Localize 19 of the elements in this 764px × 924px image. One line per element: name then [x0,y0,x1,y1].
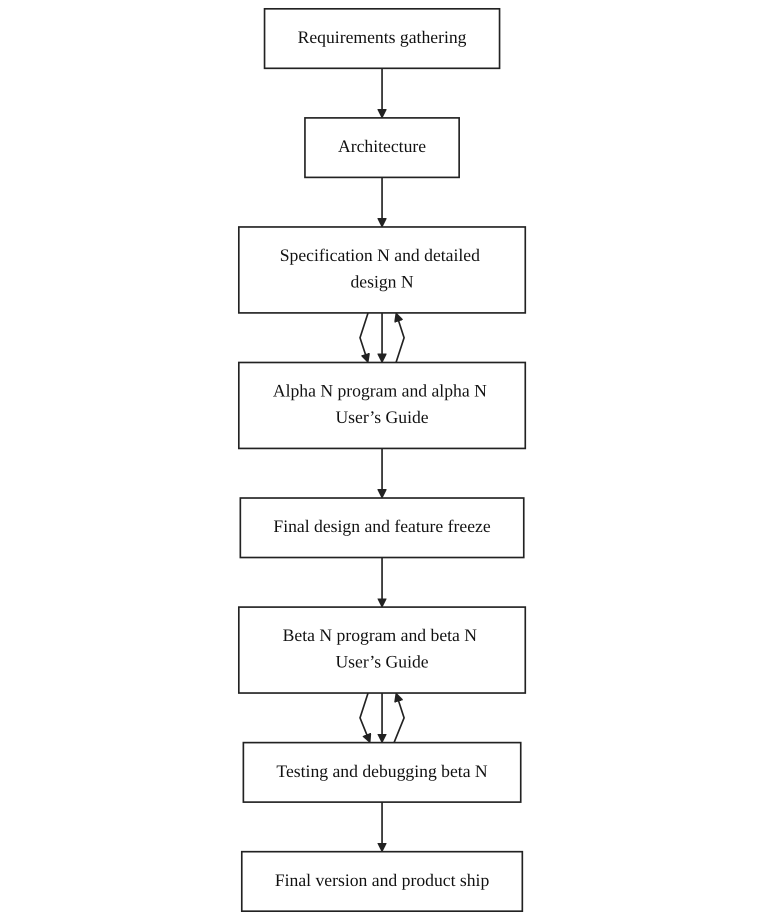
node-box: Architecture [304,117,460,178]
node-box: Final design and feature freeze [239,497,525,558]
node-box: Alpha N program and alpha N User’s Guide [238,362,526,450]
arrow [377,558,387,608]
node-box: Requirements gathering [264,8,500,70]
arrow [377,448,387,498]
arrow [359,312,370,363]
node-box: Beta N program and beta N User’s Guide [238,606,526,694]
arrow [377,312,387,363]
node-box: Specification N and detailed design N [238,226,526,314]
arrow [377,693,387,744]
node-box: Final version and product ship [240,850,524,912]
node-box: Testing and debugging beta N [242,742,522,803]
arrow [377,177,387,228]
arrow [393,692,405,743]
arrow [359,692,372,744]
arrow [394,312,405,363]
arrow [377,802,387,852]
arrow [377,68,387,118]
